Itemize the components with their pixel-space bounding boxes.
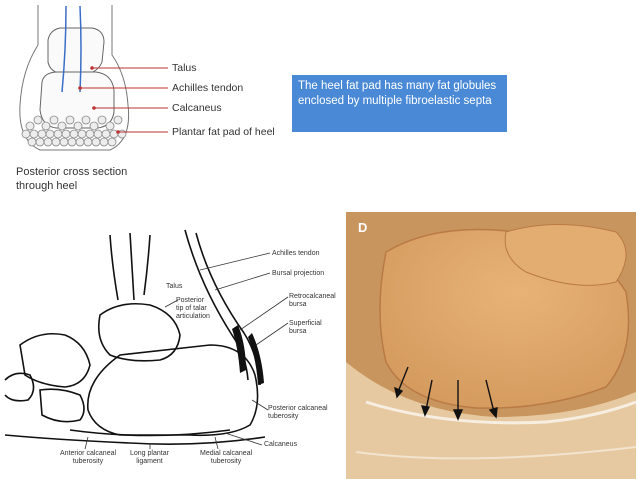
label-posterior-tip: Posterior tip of talar articulation	[176, 297, 210, 320]
label-superficial: Superficial bursa	[289, 320, 322, 335]
label-medial-tuberosity: Medial calcaneal tuberosity	[200, 450, 253, 465]
photo-panel-letter: D	[358, 220, 368, 235]
label-retrocalcaneal: Retrocalcaneal bursa	[289, 293, 336, 308]
label-posterior-tuberosity: Posterior calcaneal tuberosity	[268, 405, 328, 420]
label-talus: Talus	[172, 62, 197, 74]
callout-box: The heel fat pad has many fat globules e…	[292, 75, 507, 132]
fat-globules	[21, 115, 127, 147]
label-calcaneus: Calcaneus	[172, 102, 222, 114]
lateral-foot-diagram	[4, 229, 289, 450]
label-plantar-fat-pad: Plantar fat pad of heel	[172, 126, 275, 138]
label-achilles: Achilles tendon	[272, 250, 320, 257]
label-talus-lateral: Talus	[166, 283, 183, 290]
label-bursal-projection: Bursal projection	[272, 270, 325, 277]
cross-section-caption: Posterior cross section through heel	[16, 166, 128, 192]
heel-section-photo	[346, 212, 636, 479]
label-achilles-tendon: Achilles tendon	[172, 82, 244, 94]
posterior-heel-cross-section	[19, 5, 168, 151]
label-long-plantar: Long plantar ligament	[130, 450, 169, 465]
label-calcaneus-lateral: Calcaneus	[264, 441, 298, 448]
label-anterior-tuberosity: Anterior calcaneal tuberosity	[60, 450, 117, 465]
